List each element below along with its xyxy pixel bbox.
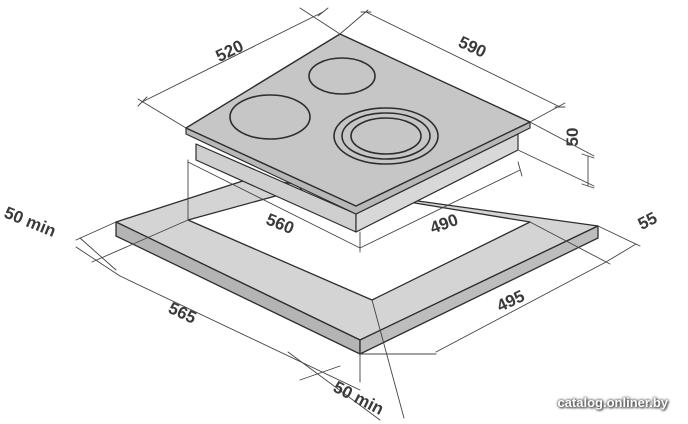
cooking-zone-back	[308, 57, 376, 95]
dim-height: 50	[563, 128, 582, 147]
hob	[185, 33, 531, 233]
cooking-zone-left	[229, 94, 311, 140]
dim-frame-width: 565	[165, 298, 199, 327]
dim-frame-depth: 495	[494, 286, 528, 315]
watermark: catalog.onliner.by	[557, 395, 668, 410]
countertop-frame	[115, 177, 599, 355]
dim-top-depth: 520	[213, 36, 247, 66]
dim-top-width: 590	[455, 32, 489, 61]
dimension-lines	[75, 7, 641, 421]
cooking-zone-dual	[333, 107, 439, 165]
frame-front-right-edge	[359, 225, 599, 355]
dim-frame-left-clearance: 50 min	[2, 203, 59, 241]
dim-frame-front-clearance: 50 min	[330, 377, 387, 418]
dim-frame-right-clearance: 55	[635, 208, 660, 234]
